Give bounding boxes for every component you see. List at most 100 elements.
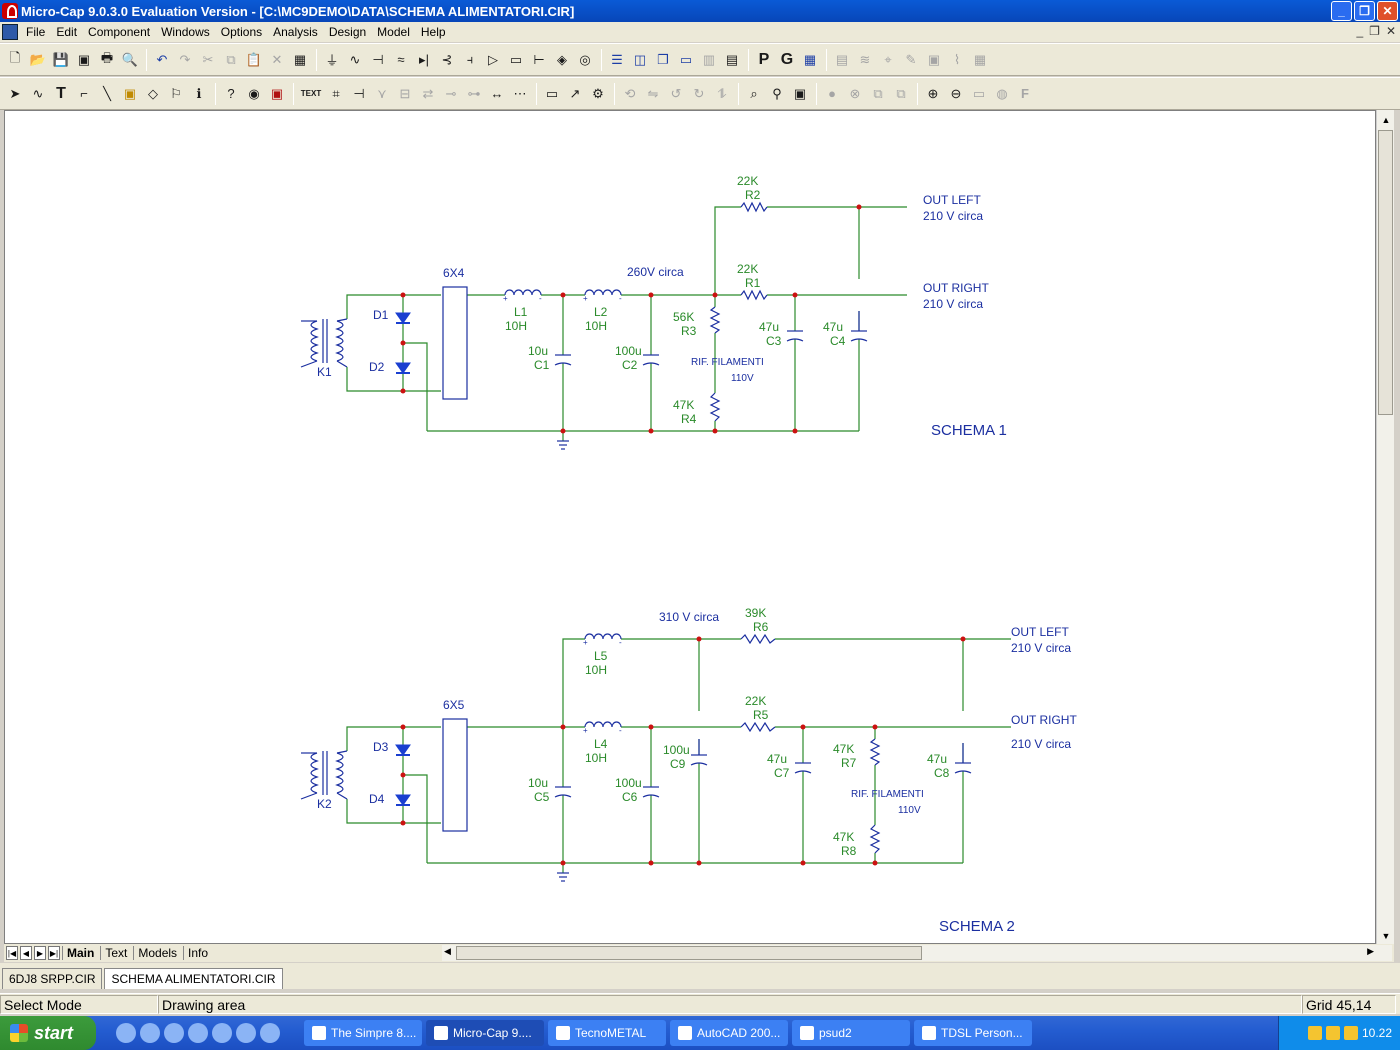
step-back-icon[interactable]: ↺ (670, 85, 682, 101)
pin-names-icon[interactable]: P (758, 50, 770, 68)
resistor-r2[interactable] (740, 201, 768, 213)
close-button[interactable]: ✕ (1377, 1, 1398, 21)
diode-d2[interactable] (395, 362, 411, 374)
chip-icon[interactable]: ▦ (973, 51, 987, 67)
minimize-button[interactable]: _ (1331, 1, 1352, 21)
node-numbers-icon[interactable]: ⌗ (332, 85, 340, 101)
menu-help[interactable]: Help (420, 25, 446, 39)
tray-icon[interactable] (1325, 1026, 1340, 1040)
capacitor-c8[interactable] (954, 743, 972, 774)
horizontal-scrollbar[interactable]: ◀ ▶ (442, 945, 1392, 961)
point-icon[interactable]: ◉ (248, 85, 260, 101)
curve-icon[interactable]: ⌇ (953, 51, 961, 67)
resistor-r5[interactable] (740, 721, 776, 733)
front-layer-icon[interactable]: ⧉ (896, 85, 906, 101)
resistor-r3[interactable] (709, 306, 721, 334)
save-all-icon[interactable]: ▣ (77, 51, 91, 67)
condition-icon[interactable]: ⇄ (422, 85, 434, 101)
bus-icon[interactable]: ⊶ (467, 85, 481, 101)
opamp-icon[interactable]: ▷ (488, 51, 498, 67)
menu-analysis[interactable]: Analysis (273, 25, 318, 39)
pin-connect-icon[interactable]: ⊣ (353, 85, 365, 101)
save-icon[interactable]: 💾 (52, 51, 70, 67)
scroll-up-icon[interactable]: ▲ (1381, 115, 1391, 125)
capacitor-icon[interactable]: ⊣ (372, 51, 384, 67)
resistor-r6[interactable] (740, 633, 776, 645)
current-icon[interactable]: ⋎ (377, 85, 387, 101)
macro-icon[interactable]: ▭ (509, 51, 523, 67)
grid-dots-icon[interactable]: ⋯ (513, 85, 527, 101)
back-layer-icon[interactable]: ⧉ (873, 85, 883, 101)
wire-ortho-icon[interactable]: ⌐ (80, 86, 88, 101)
drawing-area[interactable]: D1 D2 K1 6X4 L1 10H L2 10H 10u C1 100u C… (4, 110, 1376, 944)
component-editor-icon[interactable]: ▦ (803, 51, 817, 67)
properties-icon[interactable]: ⚙ (592, 85, 604, 101)
delete-icon[interactable]: ✕ (271, 51, 283, 67)
info-icon[interactable]: ℹ (196, 85, 202, 101)
task-psud2[interactable]: psud2 (792, 1020, 910, 1046)
ie-icon[interactable] (116, 1023, 136, 1043)
diode-icon[interactable]: ▸| (419, 51, 429, 67)
stop-icon[interactable]: ⊗ (849, 85, 861, 101)
start-button[interactable]: start (0, 1016, 96, 1050)
inductor-l2[interactable] (584, 289, 622, 296)
app-icon[interactable] (2, 3, 18, 19)
comp-mode-icon[interactable]: ▣ (123, 85, 137, 101)
task-tdsl[interactable]: TDSL Person... (914, 1020, 1032, 1046)
vertical-scrollbar[interactable]: ▲ ▼ (1376, 110, 1394, 944)
task-tecnometal[interactable]: TecnoMETAL (548, 1020, 666, 1046)
display-icon[interactable]: ▣ (270, 85, 284, 101)
resistor-r8[interactable] (869, 824, 881, 854)
mirror-icon[interactable]: ⇋ (647, 85, 659, 101)
zoom-in-icon[interactable]: ⊕ (927, 85, 939, 101)
flip-icon[interactable]: ⥮ (717, 85, 727, 101)
transformer-k1[interactable] (300, 318, 348, 368)
task-simpre[interactable]: The Simpre 8.... (304, 1020, 422, 1046)
mdi-restore-button[interactable]: ❐ (1369, 24, 1380, 38)
new-icon[interactable]: 🗋 (9, 49, 21, 65)
tube-6x4[interactable] (442, 286, 468, 400)
tile-vertical-icon[interactable]: ◫ (633, 51, 647, 67)
shapes-icon[interactable]: ◇ (148, 85, 158, 101)
text-label-icon[interactable]: TEXT (300, 89, 322, 98)
align-icon[interactable]: ▤ (835, 51, 849, 67)
horizontal-scroll-thumb[interactable] (456, 946, 922, 960)
select-all-icon[interactable]: ▦ (293, 51, 307, 67)
source-icon[interactable]: ◈ (557, 51, 567, 67)
flag-icon[interactable]: ⚐ (170, 85, 182, 101)
menu-design[interactable]: Design (328, 25, 367, 39)
diode-d1[interactable] (395, 312, 411, 324)
capacitor-c4[interactable] (850, 311, 868, 342)
capacitor-c6[interactable] (642, 786, 660, 798)
resistor-r7[interactable] (869, 738, 881, 766)
help-icon[interactable]: ? (227, 86, 235, 101)
document-icon[interactable] (2, 24, 18, 40)
resistor-icon[interactable]: ∿ (349, 51, 361, 67)
file-tab-6dj8[interactable]: 6DJ8 SRPP.CIR (2, 968, 103, 989)
menu-options[interactable]: Options (220, 25, 263, 39)
first-sheet-icon[interactable]: |◀ (6, 946, 18, 960)
mdi-close-button[interactable]: ✕ (1385, 24, 1396, 38)
tube-6x5[interactable] (442, 718, 468, 832)
pen-icon[interactable]: ✎ (905, 51, 917, 67)
tab-models[interactable]: Models (133, 946, 181, 960)
last-sheet-icon[interactable]: ▶| (48, 946, 60, 960)
print-preview-icon[interactable]: 🔍 (121, 51, 139, 67)
inductor-l4[interactable] (584, 721, 622, 728)
network-icon[interactable] (236, 1023, 256, 1043)
resistor-r1[interactable] (740, 289, 768, 301)
calculator-icon[interactable]: ▤ (725, 51, 739, 67)
task-autocad[interactable]: AutoCAD 200... (670, 1020, 788, 1046)
capacitor-c9[interactable] (690, 739, 708, 766)
cascade-icon[interactable]: ❐ (657, 51, 669, 67)
tile-horizontal-icon[interactable]: ☰ (611, 51, 623, 67)
diode-d3[interactable] (395, 744, 411, 756)
capacitor-c7[interactable] (794, 762, 812, 774)
sine-source-icon[interactable]: ◎ (579, 51, 591, 67)
power-icon[interactable]: ⊟ (399, 85, 411, 101)
tray-icon[interactable] (1343, 1026, 1358, 1040)
wave-icon[interactable]: ≋ (859, 51, 871, 67)
transformer-k2[interactable] (300, 750, 348, 800)
capacitor-c1[interactable] (554, 354, 572, 366)
mdi-minimize-button[interactable]: _ (1356, 24, 1364, 38)
